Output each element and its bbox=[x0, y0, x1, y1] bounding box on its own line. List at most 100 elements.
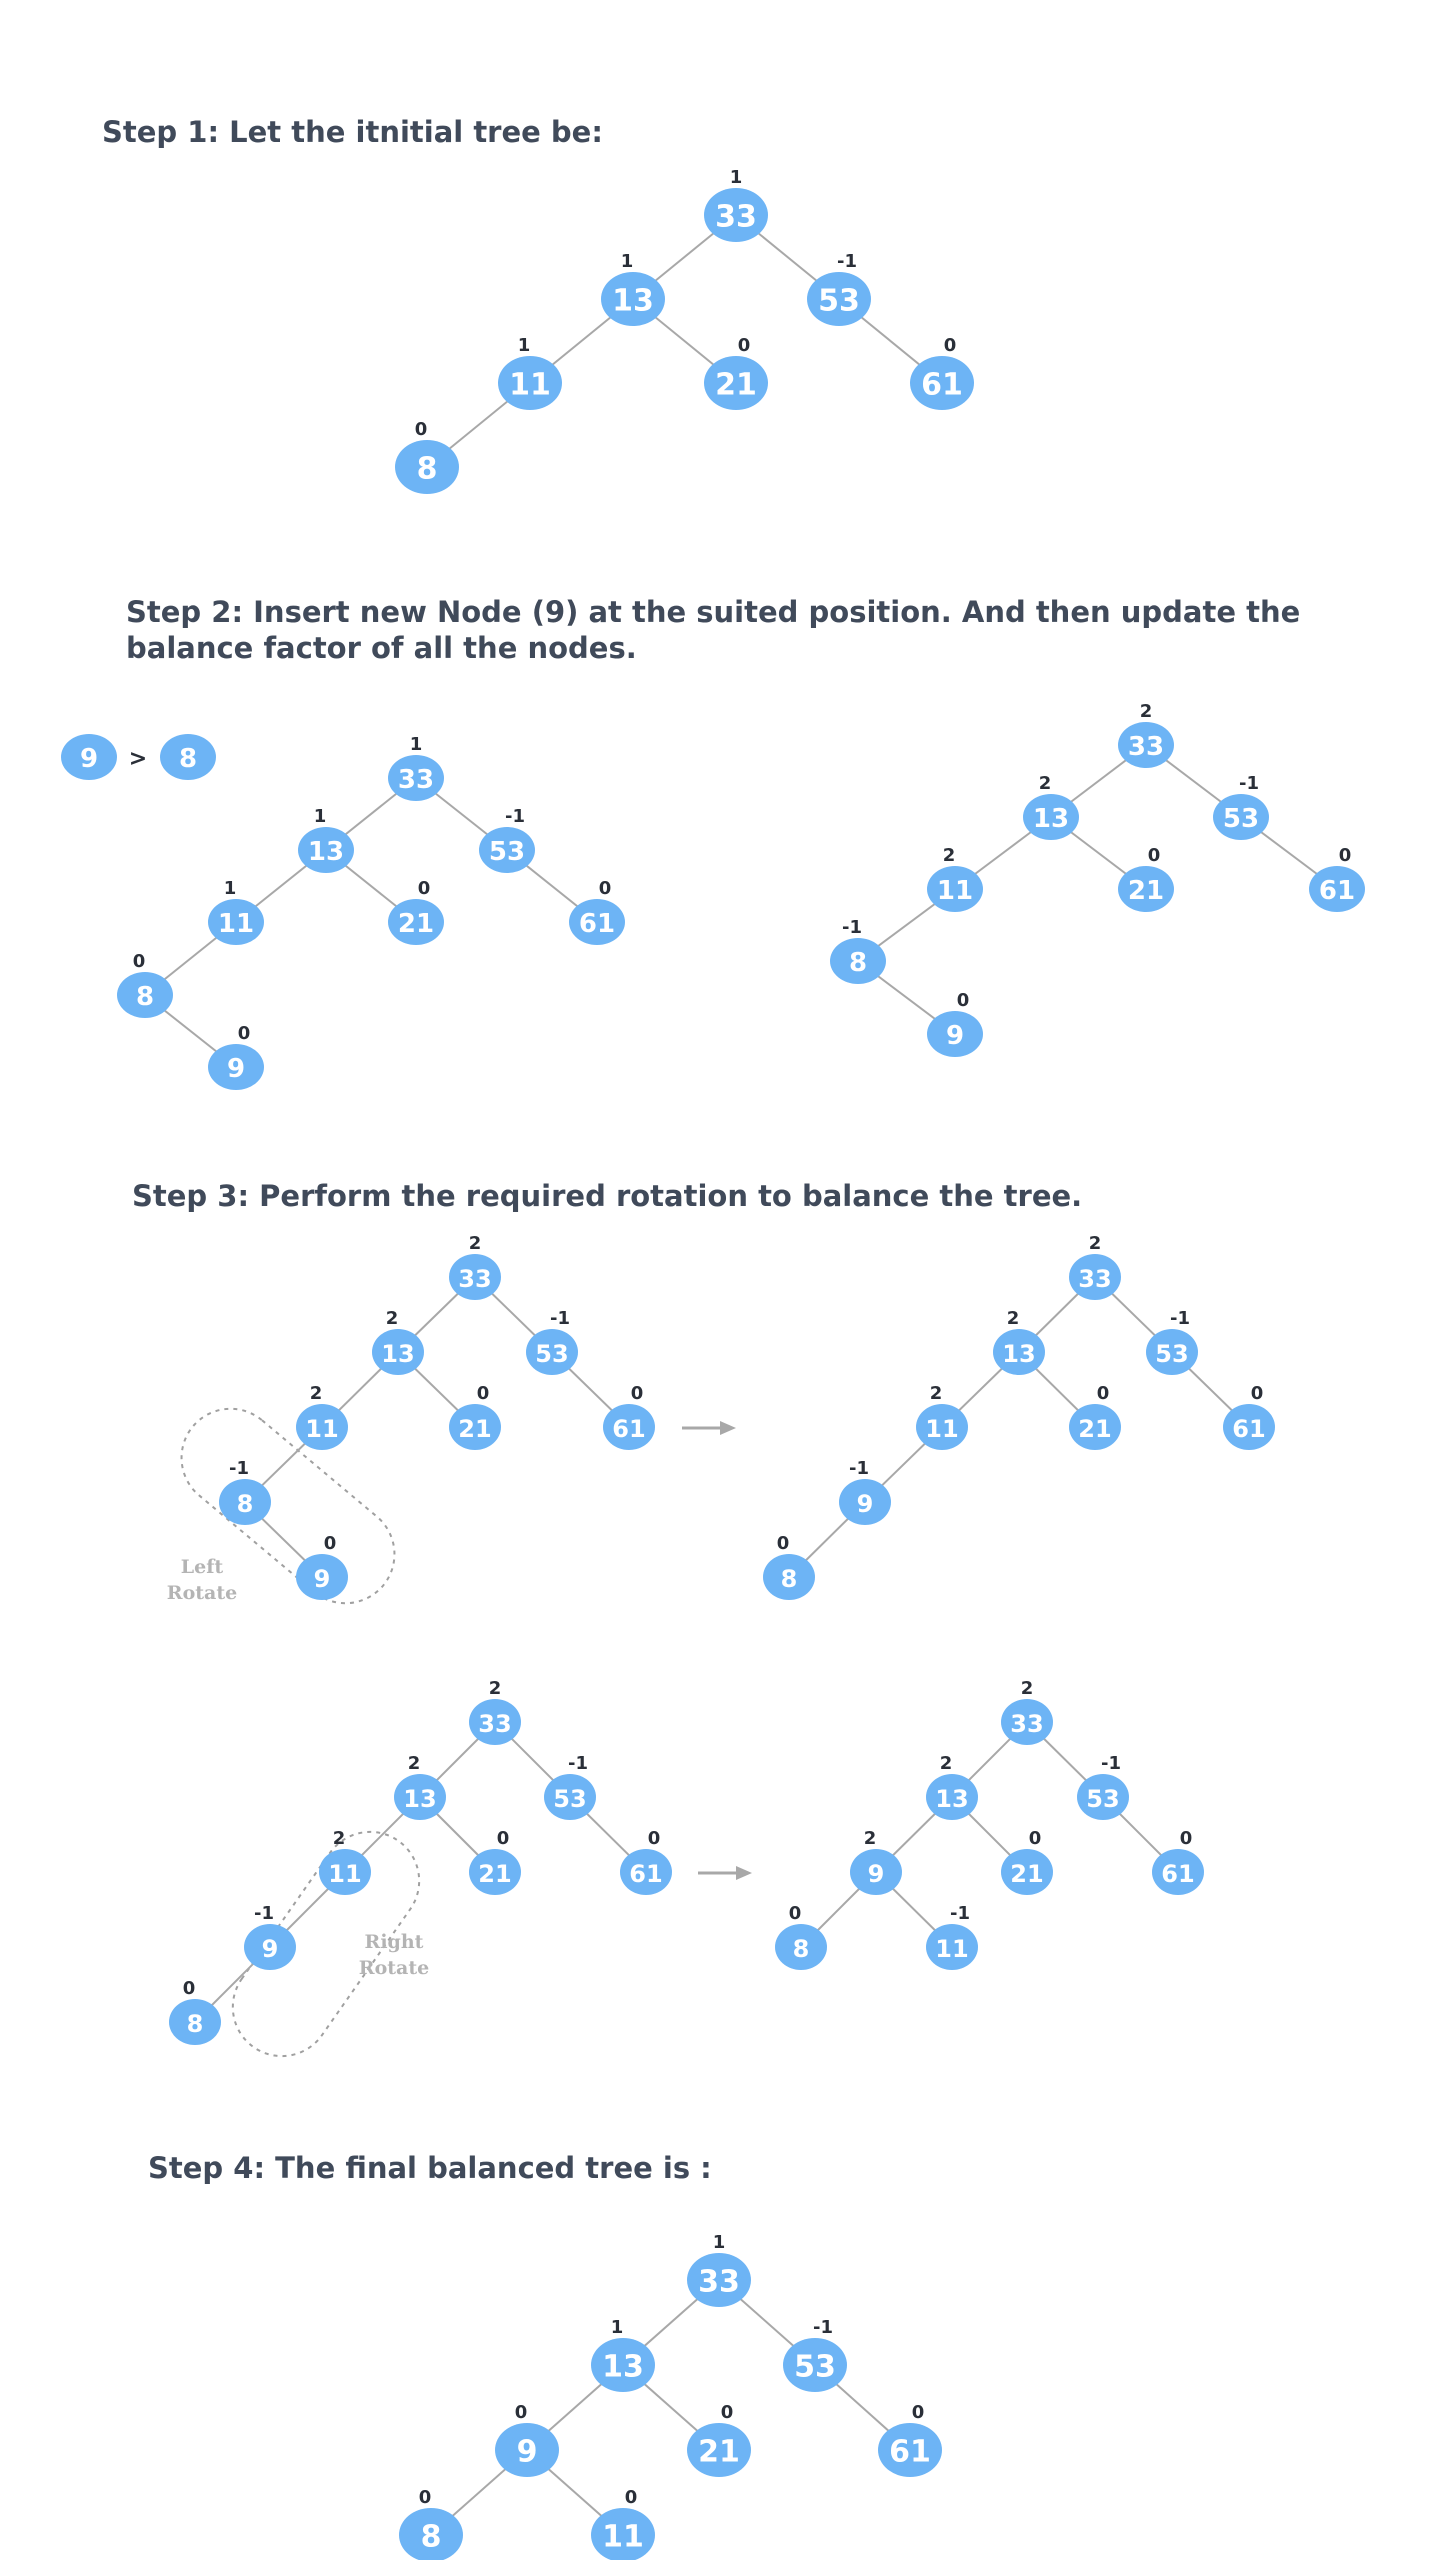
tree-node-11: 11 bbox=[916, 1404, 968, 1450]
node-value: 8 bbox=[417, 452, 438, 487]
tree-node-11: 11 bbox=[208, 899, 264, 945]
tree-node-33: 33 bbox=[388, 755, 444, 801]
node-value: 53 bbox=[1086, 1785, 1119, 1813]
balance-factor: -1 bbox=[568, 1753, 588, 1774]
node-value: 21 bbox=[458, 1415, 491, 1443]
tree-node-13: 13 bbox=[926, 1774, 978, 1820]
tree-node-33: 33 bbox=[449, 1254, 501, 1300]
step-3-title: Step 3: Perform the required rotation to… bbox=[132, 1179, 1083, 1213]
tree-node-9: 9 bbox=[850, 1849, 902, 1895]
balance-factor: 0 bbox=[133, 951, 146, 972]
node-value: 53 bbox=[553, 1785, 586, 1813]
tree-node-21: 21 bbox=[1118, 866, 1174, 912]
node-value: 11 bbox=[937, 876, 973, 906]
balance-factor: 1 bbox=[621, 251, 634, 272]
node-value: 8 bbox=[793, 1935, 810, 1963]
balance-factor: 1 bbox=[224, 878, 237, 899]
node-value: 21 bbox=[1128, 876, 1164, 906]
node-value: 53 bbox=[794, 2350, 836, 2385]
tree-node-8: 8 bbox=[395, 440, 459, 494]
node-value: 11 bbox=[935, 1935, 968, 1963]
balance-factor: -1 bbox=[254, 1903, 274, 1924]
tree-node-53: 53 bbox=[479, 827, 535, 873]
node-value: 33 bbox=[715, 200, 757, 235]
tree-node-13: 13 bbox=[591, 2338, 655, 2392]
balance-factor: 2 bbox=[1021, 1678, 1034, 1699]
balance-factor: 1 bbox=[518, 335, 531, 356]
tree-node-9: 9 bbox=[927, 1011, 983, 1057]
tree-node-8: 8 bbox=[399, 2508, 463, 2560]
node-value: 53 bbox=[1155, 1340, 1188, 1368]
balance-factor: 1 bbox=[611, 2317, 624, 2338]
tree-node-61: 61 bbox=[878, 2423, 942, 2477]
tree-node-61: 61 bbox=[1152, 1849, 1204, 1895]
node-value: 13 bbox=[1033, 804, 1069, 834]
node-value: 8 bbox=[421, 2520, 442, 2555]
tree-node-8: 8 bbox=[219, 1479, 271, 1525]
node-value: 33 bbox=[458, 1265, 491, 1293]
node-value: 13 bbox=[381, 1340, 414, 1368]
node-value: 61 bbox=[579, 909, 615, 939]
tree-node-33: 33 bbox=[1001, 1699, 1053, 1745]
balance-factor: -1 bbox=[550, 1308, 570, 1329]
balance-factor: 0 bbox=[738, 335, 751, 356]
balance-factor: -1 bbox=[1101, 1753, 1121, 1774]
balance-factor: 2 bbox=[1039, 773, 1052, 794]
node-value: 8 bbox=[781, 1565, 798, 1593]
tree-node-9: 9 bbox=[244, 1924, 296, 1970]
tree-node-13: 13 bbox=[993, 1329, 1045, 1375]
balance-factor: 2 bbox=[943, 845, 956, 866]
balance-factor: -1 bbox=[837, 251, 857, 272]
node-value: 53 bbox=[489, 837, 525, 867]
balance-factor: 0 bbox=[1148, 845, 1161, 866]
balance-factor: 0 bbox=[1029, 1828, 1042, 1849]
tree-node-21: 21 bbox=[687, 2423, 751, 2477]
right-rotate-label-line2: Rotate bbox=[359, 1957, 429, 1979]
balance-factor: 2 bbox=[864, 1828, 877, 1849]
balance-factor: 0 bbox=[599, 878, 612, 899]
tree-node-11: 11 bbox=[296, 1404, 348, 1450]
tree-node-53: 53 bbox=[1146, 1329, 1198, 1375]
node-value: 53 bbox=[1223, 804, 1259, 834]
trees: 33113153-11112106108033113153-1111210610… bbox=[117, 167, 1365, 2560]
tree-node-53: 53 bbox=[807, 272, 871, 326]
comparison-operator: > bbox=[129, 747, 147, 772]
tree-node-53: 53 bbox=[1077, 1774, 1129, 1820]
balance-factor: 0 bbox=[648, 1828, 661, 1849]
balance-factor: 2 bbox=[408, 1753, 421, 1774]
step-2-title: Step 2: Insert new Node (9) at the suite… bbox=[126, 595, 1301, 665]
tree-node-9: 9 bbox=[296, 1554, 348, 1600]
node-value: 9 bbox=[868, 1860, 885, 1888]
node-value: 9 bbox=[227, 1054, 245, 1084]
tree-node-21: 21 bbox=[1069, 1404, 1121, 1450]
balance-factor: 0 bbox=[625, 2487, 638, 2508]
tree-node-33: 33 bbox=[1118, 722, 1174, 768]
left-rotate-label-line1: Left bbox=[181, 1556, 224, 1578]
tree-node-33: 33 bbox=[469, 1699, 521, 1745]
balance-factor: 0 bbox=[1097, 1383, 1110, 1404]
balance-factor: 2 bbox=[469, 1233, 482, 1254]
node-value: 13 bbox=[308, 837, 344, 867]
node-value: 33 bbox=[398, 765, 434, 795]
comparison-new-node: 9 bbox=[61, 734, 117, 780]
balance-factor: 2 bbox=[1007, 1308, 1020, 1329]
tree-node-21: 21 bbox=[1001, 1849, 1053, 1895]
balance-factor: 2 bbox=[386, 1308, 399, 1329]
balance-factor: 2 bbox=[1089, 1233, 1102, 1254]
tree-node-11: 11 bbox=[927, 866, 983, 912]
balance-factor: 0 bbox=[477, 1383, 490, 1404]
balance-factor: 0 bbox=[324, 1533, 337, 1554]
tree-node-11: 11 bbox=[498, 356, 562, 410]
balance-factor: 0 bbox=[789, 1903, 802, 1924]
tree-node-8: 8 bbox=[117, 972, 173, 1018]
tree-node-33: 33 bbox=[1069, 1254, 1121, 1300]
tree-node-53: 53 bbox=[1213, 794, 1269, 840]
balance-factor: 2 bbox=[930, 1383, 943, 1404]
node-value: 11 bbox=[218, 909, 254, 939]
